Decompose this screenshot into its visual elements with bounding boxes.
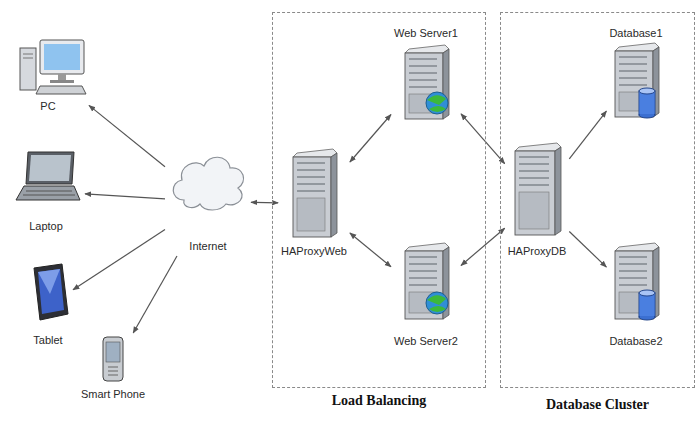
haproxy-icon xyxy=(513,143,561,237)
internet-cloud: Internet xyxy=(166,148,250,255)
client-tablet: Tablet xyxy=(26,262,72,349)
group-heading: Load Balancing xyxy=(273,393,485,409)
node-label: Smart Phone xyxy=(81,388,145,401)
connector-arrow xyxy=(85,194,165,199)
pc-icon xyxy=(18,38,86,96)
connector-arrow xyxy=(350,115,391,163)
web-icon xyxy=(403,45,449,121)
connector-arrow xyxy=(73,230,165,290)
cloud-icon xyxy=(168,150,248,212)
connector-arrow xyxy=(133,256,177,333)
tablet-icon xyxy=(28,264,70,322)
connector-arrow xyxy=(89,105,165,166)
client-laptop: Laptop xyxy=(12,148,84,235)
client-phone: Smart Phone xyxy=(79,334,147,403)
load-balancing-band: Load BalancingHAProxyWebWeb Server1Web S… xyxy=(272,12,486,388)
node-label: Database2 xyxy=(609,335,662,348)
phone-icon xyxy=(100,336,126,382)
node-label: Web Server1 xyxy=(394,27,458,40)
web-server: Web Server1 xyxy=(392,25,460,123)
connector-arrow xyxy=(461,228,505,265)
connector-arrow xyxy=(350,233,391,267)
database-server: Database2 xyxy=(607,241,664,350)
node-label: HAProxyWeb xyxy=(281,245,347,258)
group-heading: Database Cluster xyxy=(501,397,694,413)
node-label: Tablet xyxy=(33,334,62,347)
database-server: Database1 xyxy=(607,25,664,121)
connector-arrow xyxy=(461,114,505,164)
connector-arrow xyxy=(569,232,606,268)
node-label: Laptop xyxy=(29,220,63,233)
node-label: HAProxyDB xyxy=(508,245,567,258)
web-icon xyxy=(403,243,449,321)
connector-arrow xyxy=(569,111,606,159)
db-icon xyxy=(613,243,659,321)
database-cluster-band: Database ClusterHAProxyDBDatabase1Databa… xyxy=(500,12,695,388)
proxy-server: HAProxyDB xyxy=(506,141,569,260)
web-server: Web Server2 xyxy=(392,241,460,350)
laptop-icon xyxy=(14,150,82,202)
proxy-server: HAProxyWeb xyxy=(279,147,349,260)
db-icon xyxy=(613,43,659,119)
node-label: Web Server2 xyxy=(394,335,458,348)
node-label: Database1 xyxy=(609,27,662,40)
connector-arrow xyxy=(251,202,278,204)
node-label: PC xyxy=(40,100,55,113)
haproxy-icon xyxy=(291,149,337,239)
client-pc: PC xyxy=(16,36,88,115)
node-label: Internet xyxy=(189,240,226,253)
